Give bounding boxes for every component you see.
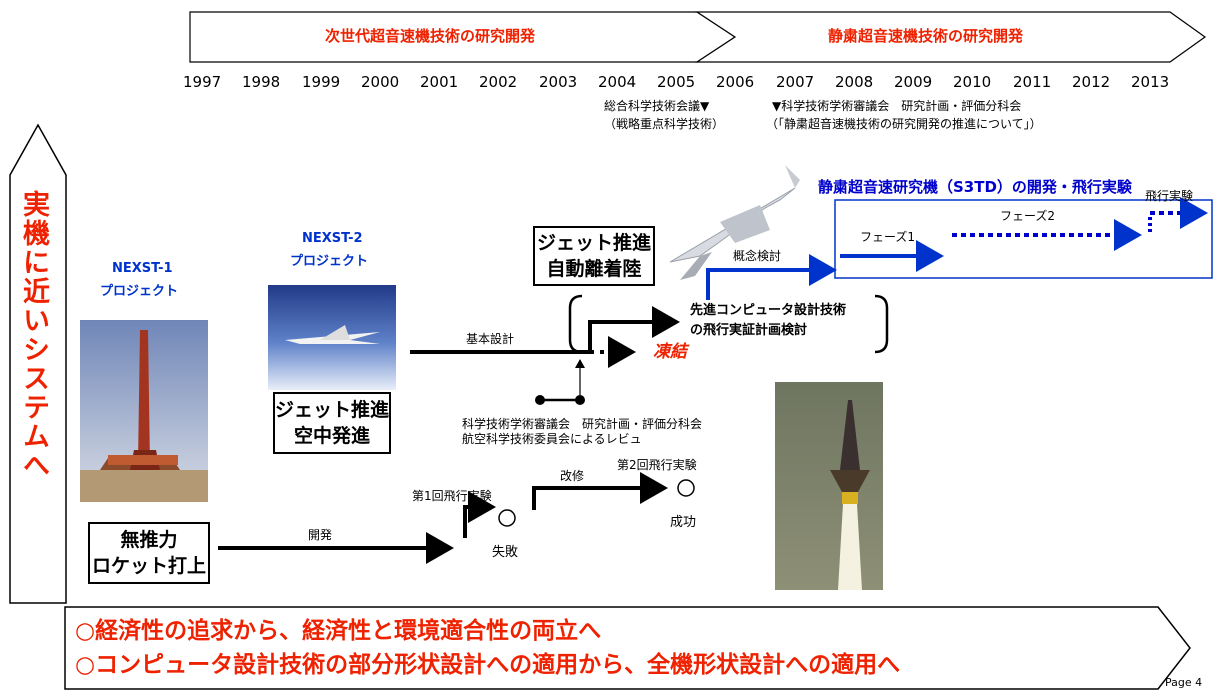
develop-label: 開発 — [308, 528, 333, 542]
frozen-label: 凍結 — [653, 342, 687, 362]
banner-phase2-label: 静粛超音速機技術の研究開発 — [828, 27, 1024, 45]
year-label: 2002 — [479, 73, 518, 91]
nexst1-rocket-photo — [80, 320, 208, 502]
success-label: 成功 — [670, 515, 697, 530]
year-label: 2004 — [598, 73, 637, 91]
concept-study-label: 概念検討 — [733, 249, 782, 263]
advanced-label-1: 先進コンピュータ設計技術 — [690, 303, 847, 318]
rocket-launch-photo — [775, 382, 883, 590]
csti-milestone-2: （戦略重点科学技術） — [604, 117, 725, 131]
bottom-line-2: ○コンピュータ設計技術の部分形状設計への適用から、全機形状設計への適用へ — [75, 652, 901, 678]
year-label: 2008 — [835, 73, 874, 91]
left-bracket — [568, 294, 583, 354]
jet-launch-box: ジェット推進 空中発進 — [273, 392, 391, 454]
nexst1-subtitle: プロジェクト — [100, 284, 179, 299]
s3td-phase1-label: フェーズ1 — [860, 230, 916, 244]
year-label: 1998 — [242, 73, 281, 91]
nexst1-title: NEXST-1 — [112, 261, 173, 276]
year-label: 2003 — [539, 73, 578, 91]
year-label: 2011 — [1013, 73, 1052, 91]
s3td-flight-test-label: 飛行実験 — [1145, 189, 1194, 203]
advanced-label-2: の飛行実証計画検討 — [690, 323, 808, 338]
advanced-study-arrow — [588, 306, 680, 352]
page-label: Page 4 — [1165, 676, 1203, 689]
s3td-phase2-label: フェーズ2 — [1000, 209, 1056, 223]
s3td-jet-image — [669, 165, 800, 280]
bottom-line-1: ○経済性の追求から、経済性と環境適合性の両立へ — [75, 618, 602, 644]
flight1-label: 第1回飛行実験 — [412, 489, 492, 503]
year-label: 2013 — [1131, 73, 1170, 91]
side-arrow-shape — [9, 123, 67, 604]
banner-phase1-label: 次世代超音速機技術の研究開発 — [325, 27, 536, 45]
rocket-launch-box: 無推力 ロケット打上 — [88, 522, 210, 584]
success-marker — [677, 479, 695, 497]
side-arrow-label: 実機に近いシステムへ — [18, 190, 49, 480]
nexst2-subtitle: プロジェクト — [290, 254, 369, 269]
year-label: 2009 — [894, 73, 933, 91]
nexst2-plane-photo — [268, 285, 396, 390]
year-label: 2006 — [716, 73, 755, 91]
year-label: 1999 — [302, 73, 341, 91]
basic-design-label: 基本設計 — [466, 332, 515, 346]
flight2-arrow — [532, 472, 668, 510]
modification-label: 改修 — [560, 469, 585, 483]
flight2-label: 第2回飛行実験 — [617, 458, 697, 472]
year-label: 2007 — [776, 73, 815, 91]
review-label-2: 航空科学技術委員会によるレビュ — [462, 432, 642, 446]
jet-auto-box: ジェット推進 自動離着陸 — [533, 226, 655, 286]
right-bracket — [874, 294, 889, 354]
flight1-arrow — [463, 491, 496, 538]
bottom-arrow-shape — [64, 606, 1191, 690]
concept-study-arrow — [706, 254, 837, 300]
s3td-frame — [834, 199, 1213, 279]
year-label: 2005 — [657, 73, 696, 91]
nexst2-title: NEXST-2 — [302, 231, 363, 246]
year-label: 2012 — [1072, 73, 1111, 91]
review-label-1: 科学技術学術審議会 研究計画・評価分科会 — [462, 417, 703, 431]
council-milestone-1: ▼科学技術学術審議会 研究計画・評価分科会 — [772, 99, 1022, 113]
failure-marker — [498, 509, 516, 527]
year-label: 2000 — [361, 73, 400, 91]
banner-arrow-phase2 — [694, 11, 1207, 63]
council-milestone-2: （「静粛超音速機技術の研究開発の推進について」） — [766, 117, 1042, 131]
year-label: 1997 — [183, 73, 222, 91]
s3td-title: 静粛超音速研究機（S3TD）の開発・飛行実験 — [818, 178, 1132, 196]
failure-label: 失敗 — [492, 545, 519, 560]
csti-milestone-1: 総合科学技術会議▼ — [604, 99, 710, 113]
year-label: 2010 — [953, 73, 992, 91]
year-label: 2001 — [420, 73, 459, 91]
